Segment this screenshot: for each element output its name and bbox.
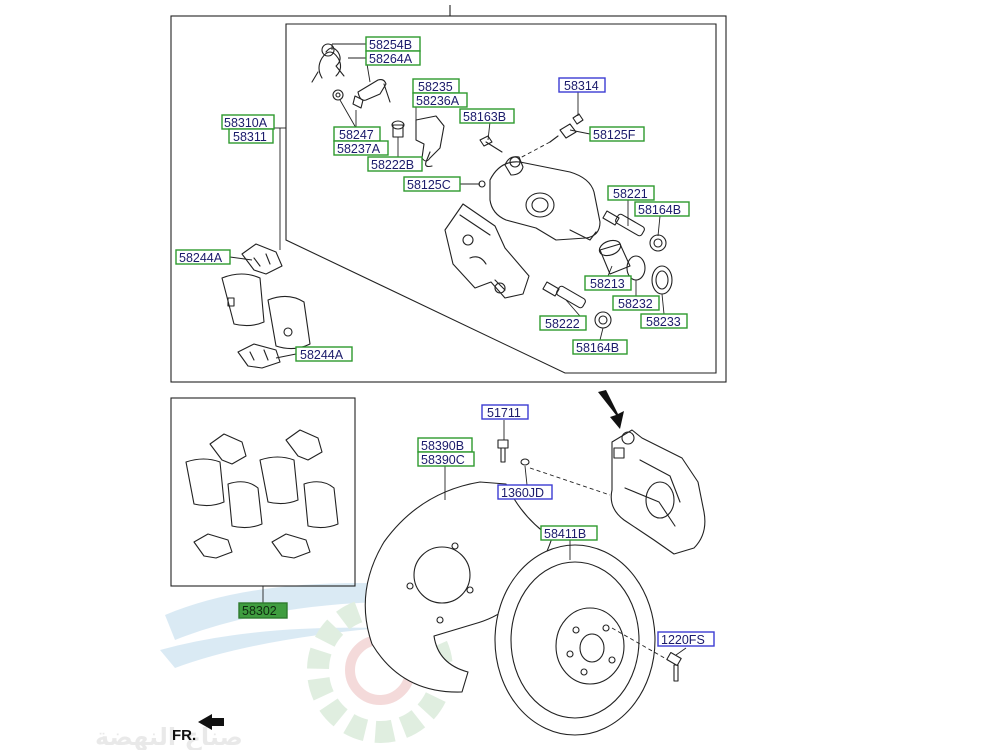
svg-text:58311: 58311 (233, 130, 267, 144)
bolt-51711 (497, 439, 509, 463)
svg-text:58237A: 58237A (337, 142, 381, 156)
svg-text:58390C: 58390C (421, 453, 465, 467)
caliper-body (489, 156, 601, 241)
caliper-assembly-frame (170, 15, 727, 383)
label-58164B-top[interactable]: 58164B (634, 201, 690, 217)
label-58311[interactable]: 58311 (228, 128, 274, 144)
label-58244A-bottom[interactable]: 58244A (295, 346, 353, 362)
label-58164B-bottom[interactable]: 58164B (572, 339, 628, 355)
label-58310A[interactable]: 58310A (221, 114, 275, 130)
svg-text:58264A: 58264A (369, 52, 413, 66)
label-58213[interactable]: 58213 (584, 275, 632, 291)
label-58222B[interactable]: 58222B (367, 156, 423, 172)
screw-1220fs (611, 627, 682, 682)
label-58411B[interactable]: 58411B (540, 525, 598, 541)
svg-text:58232: 58232 (618, 297, 653, 311)
spring-part (311, 43, 345, 83)
pin-part (352, 95, 364, 109)
svg-text:58254B: 58254B (369, 38, 412, 52)
label-58233[interactable]: 58233 (640, 313, 688, 329)
boot-upper (649, 234, 667, 252)
anti-rattle-clip-upper (241, 243, 283, 275)
washer-1360jd (520, 458, 530, 466)
boot-lower (594, 311, 612, 329)
svg-text:58213: 58213 (590, 277, 625, 291)
svg-text:58125C: 58125C (407, 178, 451, 192)
svg-text:58302: 58302 (242, 604, 277, 618)
label-58236A[interactable]: 58236A (412, 92, 468, 108)
svg-text:58235: 58235 (418, 80, 453, 94)
piston (598, 239, 631, 275)
label-58237A[interactable]: 58237A (333, 140, 389, 156)
label-58247[interactable]: 58247 (333, 126, 381, 142)
assembly-arrow-icon (598, 390, 624, 429)
brake-pads-upper (221, 273, 311, 350)
label-58232[interactable]: 58232 (612, 295, 660, 311)
guide-pin-upper (602, 210, 645, 237)
bleeder-cap (572, 113, 584, 125)
dust-shield (364, 481, 553, 693)
svg-text:58244A: 58244A (179, 251, 223, 265)
label-1360JD[interactable]: 1360JD (497, 484, 553, 500)
label-58314[interactable]: 58314 (558, 77, 606, 93)
label-58390C[interactable]: 58390C (417, 451, 475, 467)
svg-text:1220FS: 1220FS (661, 633, 705, 647)
svg-text:58244A: 58244A (300, 348, 344, 362)
label-58125C[interactable]: 58125C (403, 176, 461, 192)
svg-text:58222B: 58222B (371, 158, 414, 172)
brake-disc (494, 544, 656, 736)
label-58222[interactable]: 58222 (539, 315, 587, 331)
svg-text:58164B: 58164B (638, 203, 681, 217)
svg-text:58411B: 58411B (544, 527, 586, 541)
label-58125F[interactable]: 58125F (589, 126, 645, 142)
svg-text:58236A: 58236A (416, 94, 460, 108)
label-58390B[interactable]: 58390B (417, 437, 473, 453)
label-58163B[interactable]: 58163B (459, 108, 515, 124)
label-58302[interactable]: 58302 (238, 602, 288, 619)
label-58221[interactable]: 58221 (607, 185, 655, 201)
svg-text:58314: 58314 (564, 79, 599, 93)
anti-rattle-clip-lower (237, 343, 281, 369)
label-51711[interactable]: 51711 (481, 404, 529, 420)
front-direction-label: FR. (172, 727, 196, 744)
svg-text:58247: 58247 (339, 128, 374, 142)
assembled-caliper (610, 429, 706, 555)
label-58264A[interactable]: 58264A (365, 50, 421, 66)
svg-text:58164B: 58164B (576, 341, 619, 355)
svg-text:58222: 58222 (545, 317, 580, 331)
bolt-part (391, 120, 405, 138)
bracket-part (415, 115, 445, 168)
svg-text:58125F: 58125F (593, 128, 636, 142)
svg-text:58390B: 58390B (421, 439, 464, 453)
label-58254B[interactable]: 58254B (365, 36, 421, 52)
washer-part (332, 89, 344, 101)
pad-kit-contents (185, 429, 339, 559)
svg-text:58221: 58221 (613, 187, 648, 201)
caliper-inner-frame (285, 23, 717, 374)
svg-text:1360JD: 1360JD (501, 486, 544, 500)
svg-text:58233: 58233 (646, 315, 681, 329)
bleeder-screw (549, 123, 577, 143)
svg-text:51711: 51711 (487, 406, 521, 420)
svg-text:58310A: 58310A (224, 116, 268, 130)
front-direction-indicator: FR. (172, 714, 224, 744)
watermark-text: صناع النهضة (95, 723, 243, 750)
dust-boot (651, 265, 673, 295)
caliper-carrier (444, 203, 530, 299)
label-58244A-top[interactable]: 58244A (175, 249, 231, 265)
label-1220FS[interactable]: 1220FS (657, 631, 715, 647)
guide-pin-lower (542, 281, 586, 309)
front-arrow-icon (198, 714, 224, 730)
clip-part (357, 78, 391, 103)
label-58235[interactable]: 58235 (412, 78, 460, 94)
bolt-58163b (479, 135, 503, 153)
svg-text:58163B: 58163B (463, 110, 506, 124)
